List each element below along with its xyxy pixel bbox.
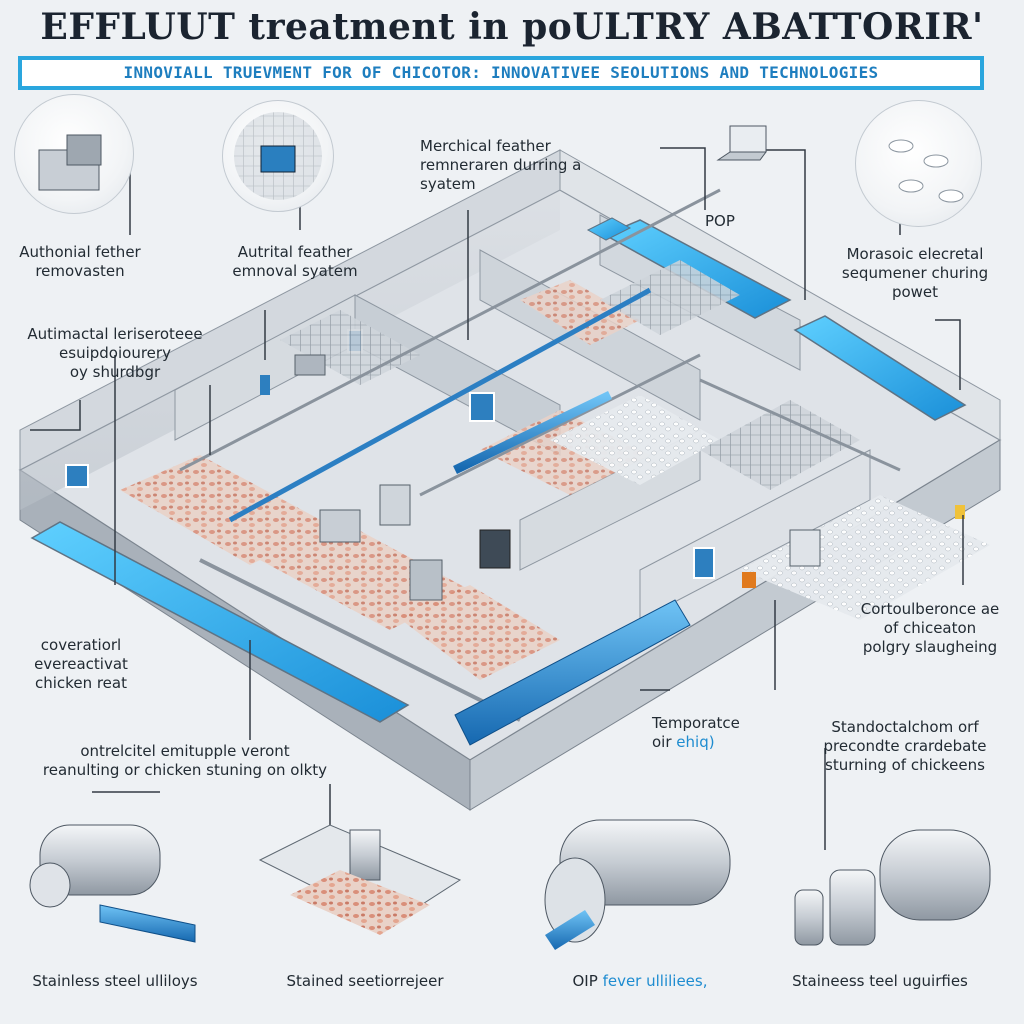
processed-chicken-thumbnail — [855, 100, 982, 227]
label-staineess-uguirfies: Staineess teel uguirfies — [792, 972, 968, 990]
feather-machine-thumbnail — [14, 94, 134, 214]
water-channels — [30, 217, 967, 723]
bottom-equipment — [29, 819, 991, 950]
machines — [260, 354, 965, 601]
label-pop: POP — [705, 212, 735, 230]
label-temperature: Temporatce oir ehiq) — [652, 714, 740, 751]
label-oip-fever: OIP fever ulliliees, — [572, 972, 708, 990]
monitor-icon — [712, 120, 774, 168]
subtitle-banner: INNOVIALL TRUEVMENT FOR OF CHICOTOR: INN… — [18, 56, 984, 90]
feather-removal-thumbnail — [222, 100, 334, 212]
label-stained-seetiorrejeer: Stained seetiorrejeer — [286, 972, 444, 990]
page-title: EFFLUUT treatment in poULTRY ABATTORIR' — [40, 6, 984, 48]
label-stainless-ulliloys: Stainless steel ulliloys — [32, 972, 198, 990]
conveyors — [179, 188, 901, 746]
poultry-areas — [120, 260, 990, 680]
